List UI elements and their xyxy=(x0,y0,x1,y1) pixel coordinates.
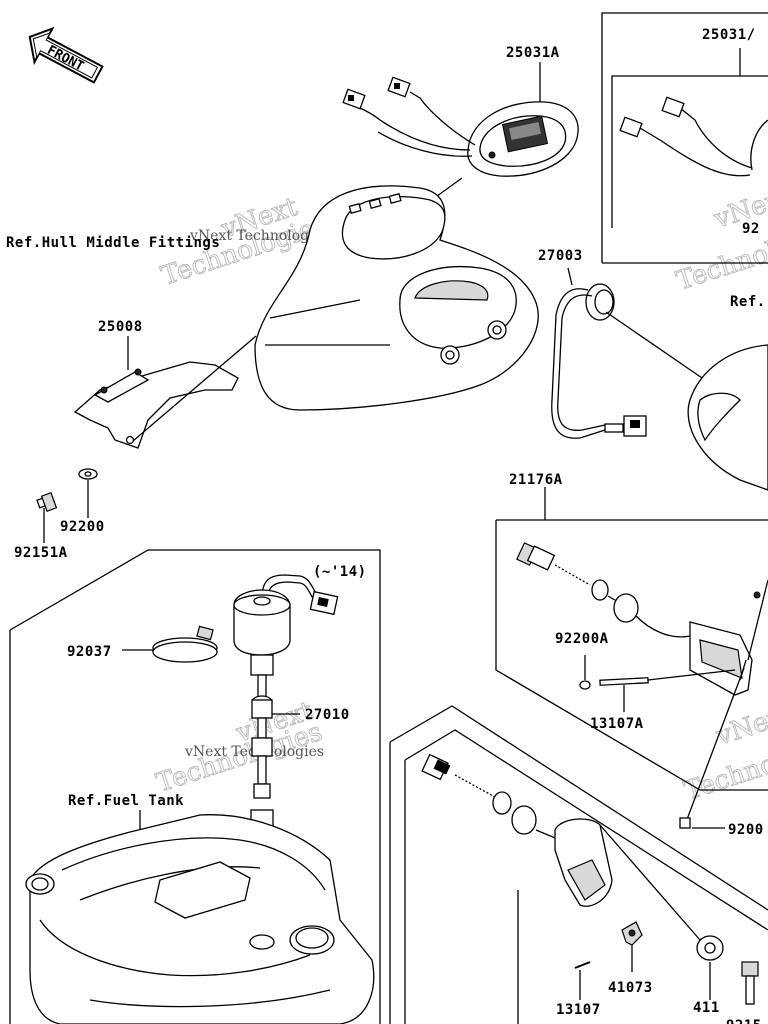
bolt-9215 xyxy=(741,961,759,1005)
label-25031A: 25031A xyxy=(506,45,560,61)
washer-411 xyxy=(696,935,724,1000)
label-92151A: 92151A xyxy=(14,545,68,561)
bracket-25008 xyxy=(73,335,257,449)
label-13107: 13107 xyxy=(556,1002,601,1018)
part-labels: 25031A 25031/ Ref.Hull Middle Fittings 2… xyxy=(6,27,766,1024)
label-27010: 27010 xyxy=(305,707,350,723)
pin-13107A xyxy=(599,669,736,712)
washer-92200 xyxy=(78,468,98,518)
fuel-tank xyxy=(25,810,375,1024)
lower-switch-assembly xyxy=(421,753,701,941)
clamp-92037 xyxy=(122,625,218,663)
label-9215: 9215 xyxy=(726,1018,762,1024)
ref-housing-right xyxy=(687,344,768,491)
washer-92200A xyxy=(579,655,591,690)
label-13107A: 13107A xyxy=(590,716,644,732)
label-ref-fuel-tank: Ref.Fuel Tank xyxy=(68,793,184,809)
bolt-92151A xyxy=(36,492,58,543)
clip-41073 xyxy=(621,921,643,972)
label-version-note: (~'14) xyxy=(313,564,367,580)
label-ref-hull: Ref.Hull Middle Fittings xyxy=(6,235,220,251)
label-27003: 27003 xyxy=(538,248,583,264)
dash-panel xyxy=(254,185,539,411)
label-92-cut: 92 xyxy=(742,221,760,237)
switch-assembly-21176A xyxy=(516,487,768,696)
label-25031: 25031/ xyxy=(702,27,756,43)
meter-assembly-25031A xyxy=(342,62,579,231)
label-9200: 9200 xyxy=(728,822,764,838)
label-92037: 92037 xyxy=(67,644,112,660)
watermark-vnext: vNext xyxy=(712,699,768,752)
label-92200A: 92200A xyxy=(555,631,609,647)
label-41073: 41073 xyxy=(608,980,653,996)
sensor-27003 xyxy=(551,267,706,439)
label-411: 411 xyxy=(693,1000,720,1016)
label-ref-right: Ref. xyxy=(730,294,766,310)
watermark-small: vNext Technologies xyxy=(189,228,329,244)
meter-assembly-25031 xyxy=(619,48,768,177)
label-92200: 92200 xyxy=(60,519,105,535)
pin-13107 xyxy=(574,961,591,1000)
screw-9200 xyxy=(679,667,745,829)
diagram-frames xyxy=(9,12,768,1024)
front-arrow-icon: FRONT xyxy=(28,26,104,84)
label-25008: 25008 xyxy=(98,319,143,335)
label-21176A: 21176A xyxy=(509,472,563,488)
fuel-sender-27010 xyxy=(233,574,339,940)
